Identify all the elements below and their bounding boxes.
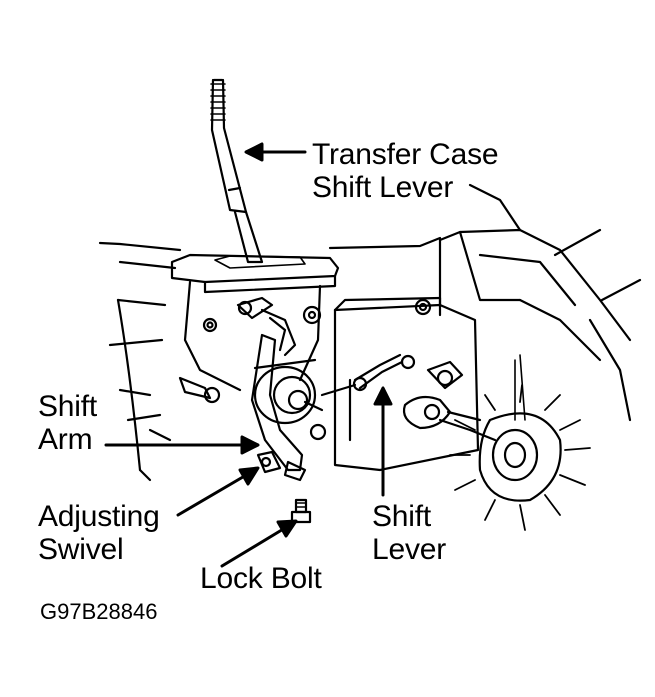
figure-code: G97B28846 (40, 599, 158, 624)
label-shift-arm-line1: Shift (38, 390, 98, 423)
label-shift-arm: Shift Arm (38, 390, 97, 456)
body-outline (98, 183, 642, 482)
label-adjusting-swivel-line1: Adjusting (38, 500, 160, 533)
arrow-adjusting-swivel (176, 472, 250, 517)
bolts (178, 376, 312, 524)
label-shift-arm-line2: Arm (38, 423, 93, 456)
label-lock-bolt: Lock Bolt (200, 562, 322, 595)
output-lever-assembly (402, 354, 591, 531)
label-adjusting-swivel: Adjusting Swivel (38, 500, 160, 566)
label-transfer-case-shift-lever: Transfer Case Shift Lever (312, 138, 499, 204)
shifter-base (170, 253, 340, 392)
lock-bolt (294, 498, 308, 514)
transfer-case-body (333, 296, 480, 472)
leader-arrows (104, 142, 393, 568)
shift-arm (250, 333, 327, 482)
linkage-rod (320, 353, 416, 397)
arrow-lock-bolt (220, 526, 287, 568)
side-bolt (178, 376, 212, 400)
label-transfer-case-line1: Transfer Case (312, 138, 499, 171)
transfer-case-shift-lever (210, 78, 264, 264)
label-adjusting-swivel-line2: Swivel (38, 533, 124, 566)
label-transfer-case-line2: Shift Lever (312, 171, 454, 204)
label-shift-lever-line1: Shift (372, 500, 432, 533)
label-shift-lever: Shift Lever (372, 500, 446, 566)
label-shift-lever-line2: Lever (372, 533, 447, 566)
